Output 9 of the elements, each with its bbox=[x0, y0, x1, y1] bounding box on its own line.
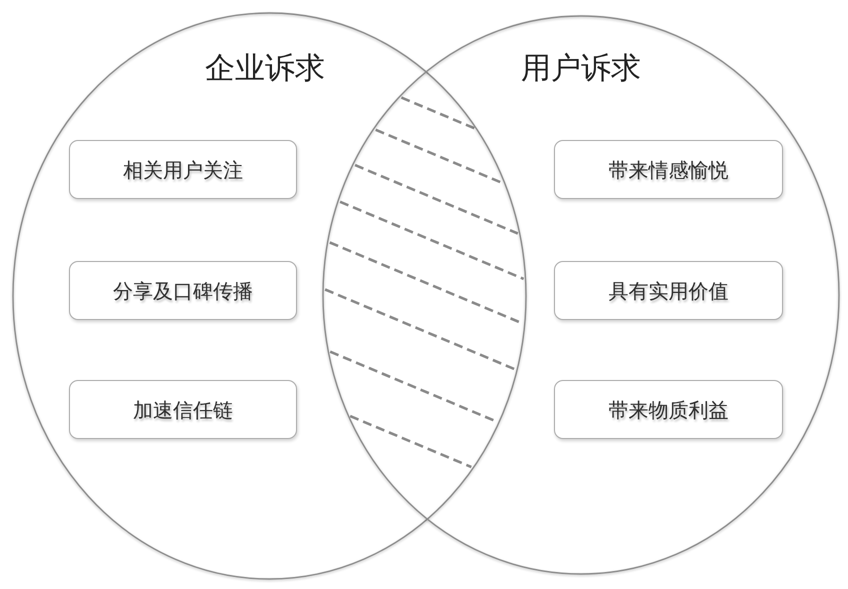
ellipse-heading: 企业诉求 bbox=[205, 52, 325, 86]
venn-ellipse bbox=[322, 15, 840, 575]
rounded-box: 分享及口碑传播 bbox=[69, 261, 297, 320]
rounded-box: 具有实用价值 bbox=[554, 261, 783, 320]
rounded-box: 带来物质利益 bbox=[554, 380, 783, 439]
ellipse-heading: 用户诉求 bbox=[521, 52, 641, 86]
rounded-box: 带来情感愉悦 bbox=[554, 140, 783, 199]
rounded-box: 相关用户关注 bbox=[69, 140, 297, 199]
rounded-box: 加速信任链 bbox=[69, 380, 297, 439]
